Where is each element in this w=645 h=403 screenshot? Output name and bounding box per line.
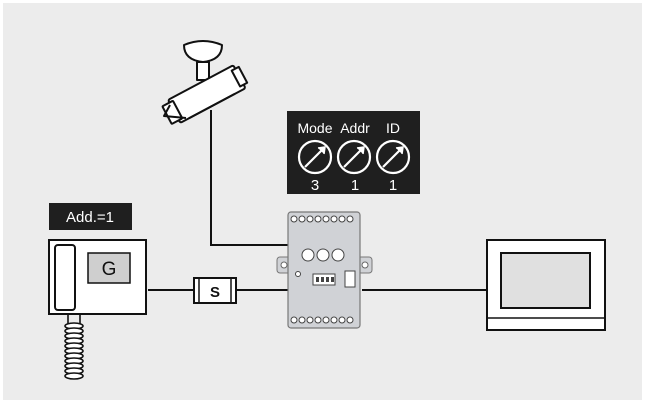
module-dial-icon: [301, 248, 345, 262]
panel-label-mode: Mode: [297, 120, 332, 136]
monitor-screen: [500, 252, 591, 309]
station-key-label: G: [102, 259, 117, 280]
switch-box: S: [193, 277, 237, 304]
camera-cable: [210, 110, 288, 246]
terminal-block-top: [290, 215, 354, 223]
rotary-dial-icon: [375, 139, 411, 175]
panel-label-id: ID: [386, 120, 400, 136]
switch-box-label: S: [210, 284, 220, 301]
camera-icon: [161, 40, 249, 125]
panel-label-addr: Addr: [340, 120, 370, 136]
diagram-background: [3, 3, 642, 400]
rotary-dial-icon: [336, 139, 372, 175]
module-connector: [344, 270, 356, 288]
panel-value-id: 1: [389, 177, 397, 194]
rotary-dial-icon: [297, 139, 333, 175]
monitor-icon: [486, 239, 606, 331]
panel-value-addr: 1: [351, 177, 359, 194]
station-key: [87, 252, 131, 284]
terminal-block-bottom: [290, 316, 354, 324]
indoor-station: Add.=1 G: [48, 203, 147, 380]
handset-icon: [54, 244, 76, 311]
coiled-cord-icon: [64, 314, 84, 380]
controller-module: [276, 211, 373, 329]
panel-value-mode: 3: [311, 177, 319, 194]
address-badge: [49, 203, 132, 230]
module-body: [287, 211, 361, 329]
address-badge-text: Add.=1: [66, 209, 114, 226]
dip-switch-panel: Mode Addr ID 3 1 1: [287, 111, 420, 194]
